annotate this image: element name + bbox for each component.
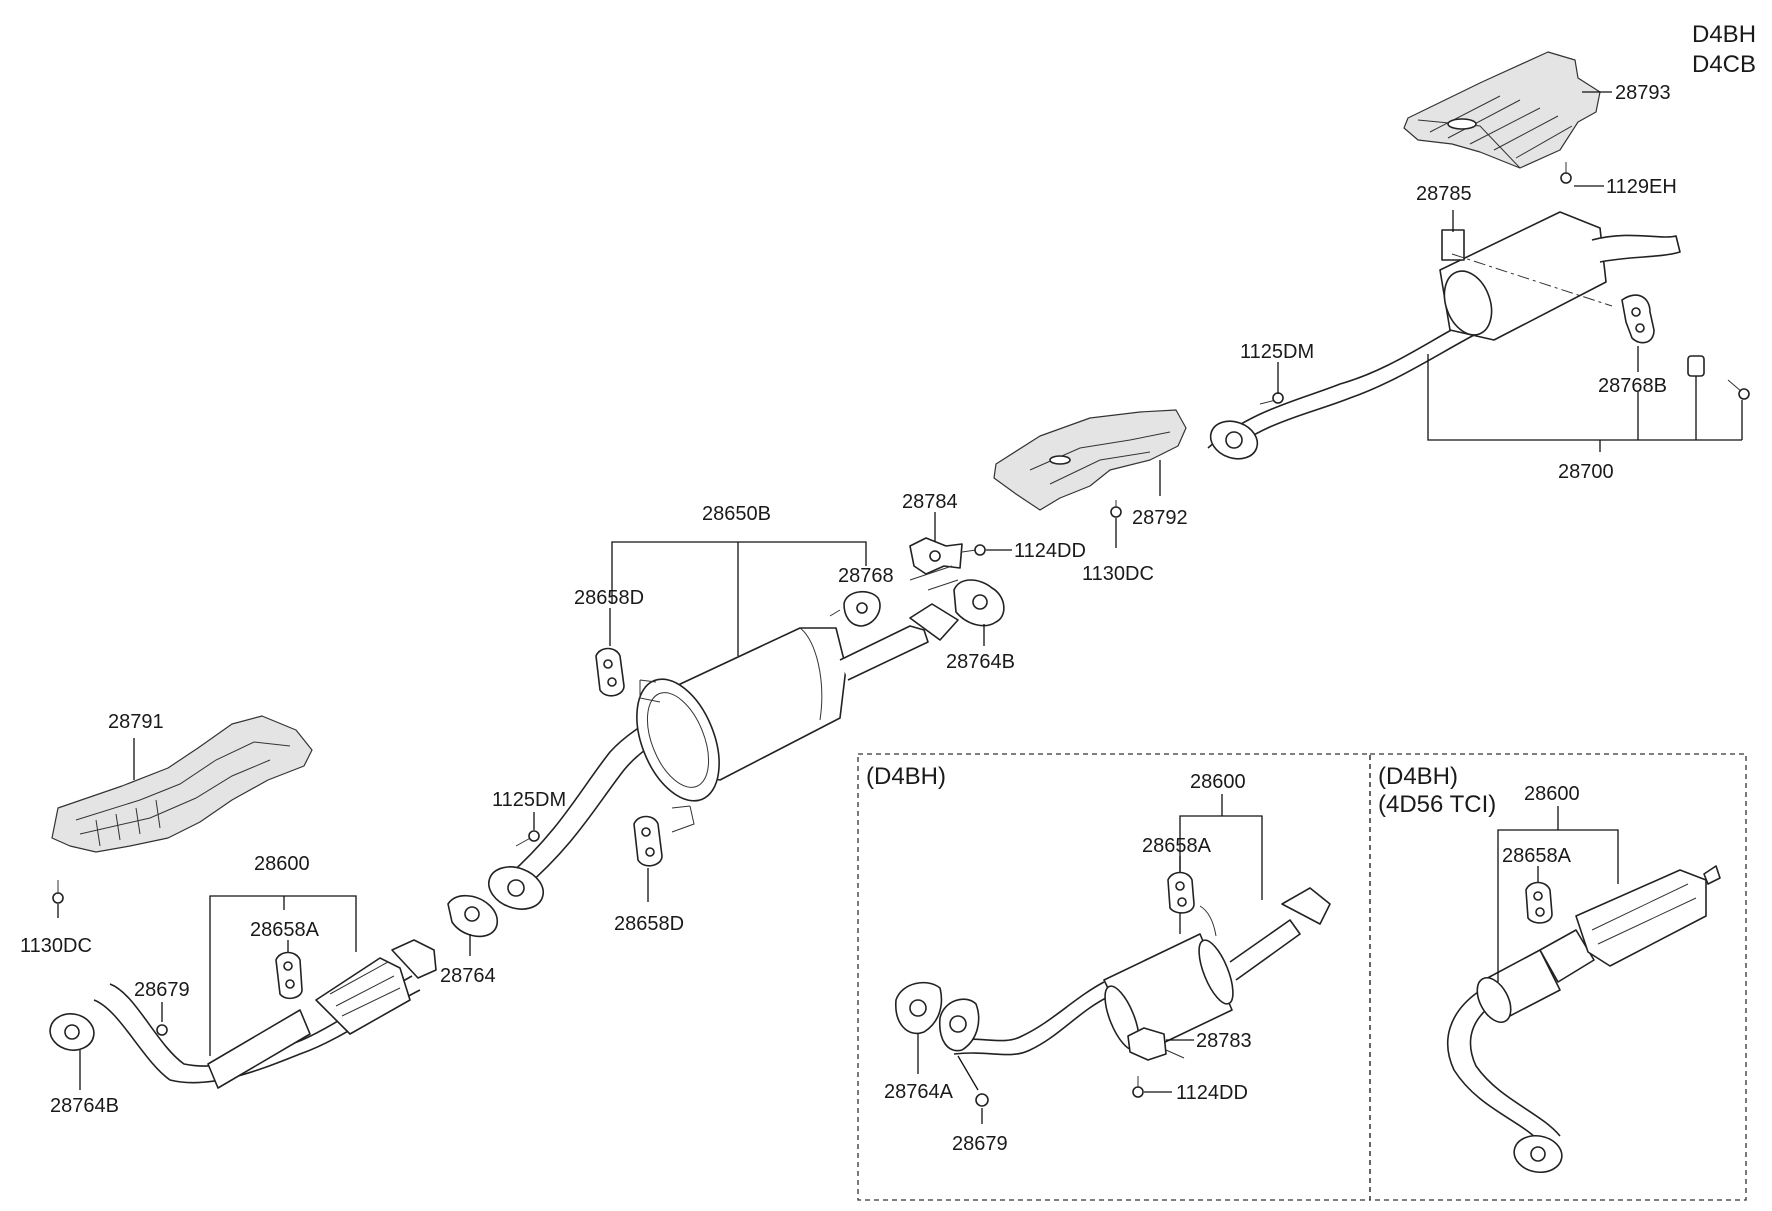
label-28768: 28768 (838, 565, 894, 587)
label-28768B: 28768B (1598, 375, 1667, 397)
label-28700: 28700 (1558, 461, 1614, 483)
bolt-1130DC-left (52, 880, 64, 904)
variant-box-d4bh (857, 753, 1371, 1201)
box1-label-1124DD: 1124DD (1176, 1082, 1248, 1104)
box1-label-28783: 28783 (1196, 1030, 1252, 1052)
bracket-28784 (909, 537, 963, 591)
box2-label-28600: 28600 (1524, 783, 1580, 805)
leader-28600-left (209, 895, 357, 1056)
center-muffler-28650B (488, 603, 959, 910)
label-28793: 28793 (1615, 82, 1671, 104)
label-28658D-top: 28658D (574, 587, 644, 609)
flange-rear (1209, 420, 1259, 460)
box1-gaskets-28764A (895, 981, 980, 1052)
label-28658D-bot: 28658D (614, 913, 684, 935)
box1-hanger-28658A (1167, 871, 1195, 914)
label-28764: 28764 (440, 965, 496, 987)
box1-bolt-1124DD (1132, 1076, 1144, 1098)
front-pipe-28600-box2 (1446, 865, 1721, 1174)
label-1125DM-top: 1125DM (1240, 341, 1314, 363)
engine-code-1: D4BH (1692, 21, 1756, 48)
nut-28679-left (156, 1024, 168, 1036)
heat-shield-28793 (1403, 51, 1601, 169)
bolt-1125DM-mid (515, 830, 540, 847)
box2-label-28658A: 28658A (1502, 845, 1572, 867)
hanger-28658D-top (595, 647, 625, 697)
box1-leader-28679 (957, 1055, 983, 1124)
box1-leader-28600 (1179, 794, 1263, 934)
bolt-1129EH (1560, 162, 1572, 184)
box2-title-2: (4D56 TCI) (1378, 791, 1496, 818)
gasket-28764 (447, 894, 499, 938)
bolt-1124DD-mid (961, 544, 986, 556)
label-28600-left: 28600 (254, 853, 310, 875)
box1-title: (D4BH) (866, 763, 946, 790)
gasket-28764B-mid (953, 579, 1005, 627)
leader-28650B (611, 541, 867, 656)
hanger-28768B (1621, 294, 1655, 344)
box1-bracket-28783 (1127, 1027, 1185, 1061)
label-28650B: 28650B (702, 503, 771, 525)
hanger-28658D-bot (633, 815, 663, 867)
box1-label-28600: 28600 (1190, 771, 1246, 793)
hanger-28768 (843, 591, 881, 627)
rear-muffler-28700 (1207, 211, 1681, 457)
box1-label-28679: 28679 (952, 1133, 1008, 1155)
box2-title-1: (D4BH) (1378, 763, 1458, 790)
label-28764B-mid: 28764B (946, 651, 1015, 673)
front-pipe-28600-box1 (947, 887, 1331, 1056)
engine-code-2: D4CB (1692, 51, 1756, 78)
box1-label-28658A: 28658A (1142, 835, 1212, 857)
bolt-1125DM-top (1259, 392, 1284, 405)
box2-hanger-28658A (1525, 881, 1553, 924)
label-28792: 28792 (1132, 507, 1188, 529)
label-28791: 28791 (108, 711, 164, 733)
box1-nut-28679 (975, 1093, 989, 1107)
label-1124DD-mid: 1124DD (1014, 540, 1086, 562)
label-1130DC-left: 1130DC (20, 935, 92, 957)
bolt-small-rear (1727, 379, 1750, 400)
box2-leader-28600 (1497, 806, 1619, 982)
bolt-1130DC-mid (1110, 500, 1122, 518)
label-1129EH: 1129EH (1606, 176, 1677, 198)
rubber-bushing (1687, 355, 1705, 377)
heat-shield-28792 (993, 409, 1187, 511)
label-1130DC-mid: 1130DC (1082, 563, 1154, 585)
label-28785: 28785 (1416, 183, 1472, 205)
label-1125DM-mid: 1125DM (492, 789, 566, 811)
heat-shield-28791 (51, 715, 313, 853)
label-28658A-left: 28658A (250, 919, 320, 941)
hanger-28658A-left (275, 951, 303, 1000)
leader-28700 (1427, 354, 1743, 452)
label-28679-left: 28679 (134, 979, 190, 1001)
front-pipe-28600-left (49, 939, 437, 1089)
variant-box-4d56 (1369, 753, 1747, 1201)
box1-label-28764A: 28764A (884, 1081, 954, 1103)
label-28784: 28784 (902, 491, 958, 513)
label-28764B-left: 28764B (50, 1095, 119, 1117)
